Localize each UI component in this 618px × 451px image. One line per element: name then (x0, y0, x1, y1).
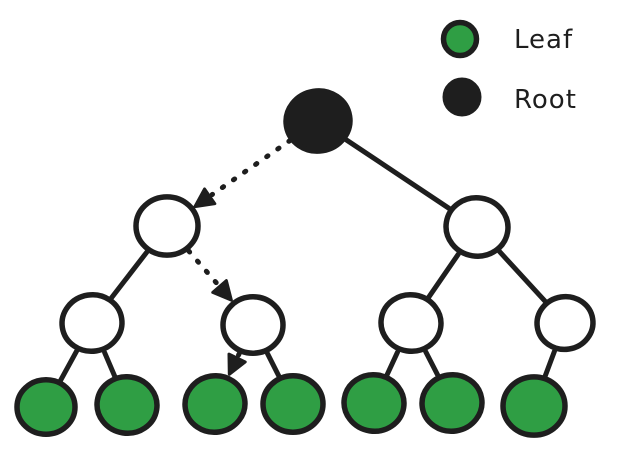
tree-node-root-root (283, 88, 353, 154)
tree-node-n6-internal (534, 293, 596, 353)
tree-node-l6-leaf (419, 372, 485, 434)
tree-node-l3-leaf (182, 373, 248, 435)
traversal-arrowhead-icon-root-n1 (193, 187, 217, 209)
tree-node-l5-leaf (341, 372, 407, 434)
tree-edge-n3-l1 (57, 348, 80, 384)
traversal-dotted-line-n4-l3 (235, 351, 242, 358)
legend: Leaf Root (440, 19, 577, 117)
traversal-arrowhead-icon-n1-n4 (211, 279, 233, 302)
tree-node-n1-internal (133, 194, 201, 258)
tree-node-n5-internal (378, 292, 444, 354)
traversal-dotted-line-n1-n4 (186, 248, 221, 287)
tree-edge-n5-l6 (423, 348, 441, 378)
tree-node-n3-internal (59, 292, 125, 354)
tree-node-l4-leaf (260, 373, 326, 435)
tree-edge-n1-n3 (108, 249, 150, 301)
tree-edge-n2-n6 (496, 248, 548, 305)
tree-edge-n2-n5 (426, 251, 461, 300)
node-layer (14, 88, 596, 438)
tree-node-l7-leaf (500, 374, 568, 438)
edge-layer (57, 137, 558, 384)
tree-edge-root-n2 (343, 137, 453, 212)
traversal-dotted-line-root-n1 (209, 137, 293, 198)
tree-edge-n3-l2 (102, 349, 118, 379)
legend-root-swatch-icon (442, 77, 482, 117)
tree-edge-n4-l4 (264, 351, 282, 379)
traversal-arrowhead-icon-n4-l3 (227, 352, 247, 376)
tree-edge-n6-l7 (542, 348, 558, 379)
tree-edge-n5-l5 (384, 349, 401, 378)
legend-root-label: Root (514, 85, 577, 115)
tree-node-n2-internal (443, 195, 511, 259)
tree-node-l1-leaf (14, 376, 78, 438)
tree-node-l2-leaf (94, 374, 160, 436)
tree-node-n4-internal (220, 294, 286, 356)
legend-leaf-swatch-icon (440, 19, 480, 59)
legend-leaf-label: Leaf (514, 25, 573, 55)
